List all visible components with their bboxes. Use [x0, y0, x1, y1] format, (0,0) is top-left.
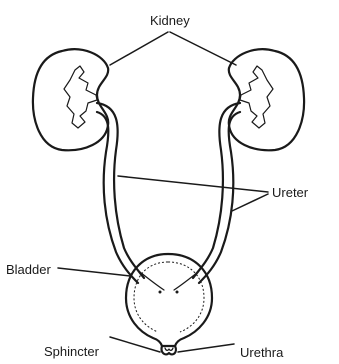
urethra — [162, 346, 176, 354]
left-ureter — [97, 103, 144, 283]
right-ureter — [193, 103, 240, 283]
bladder-label: Bladder — [6, 262, 51, 277]
right-kidney — [229, 49, 304, 150]
kidney-label: Kidney — [150, 13, 190, 28]
leader-lines — [58, 32, 268, 352]
urethra-label: Urethra — [240, 345, 284, 360]
left-kidney — [33, 49, 108, 150]
sphincter-label: Sphincter — [44, 344, 100, 359]
bladder — [126, 254, 212, 346]
ureter-label: Ureter — [272, 185, 309, 200]
